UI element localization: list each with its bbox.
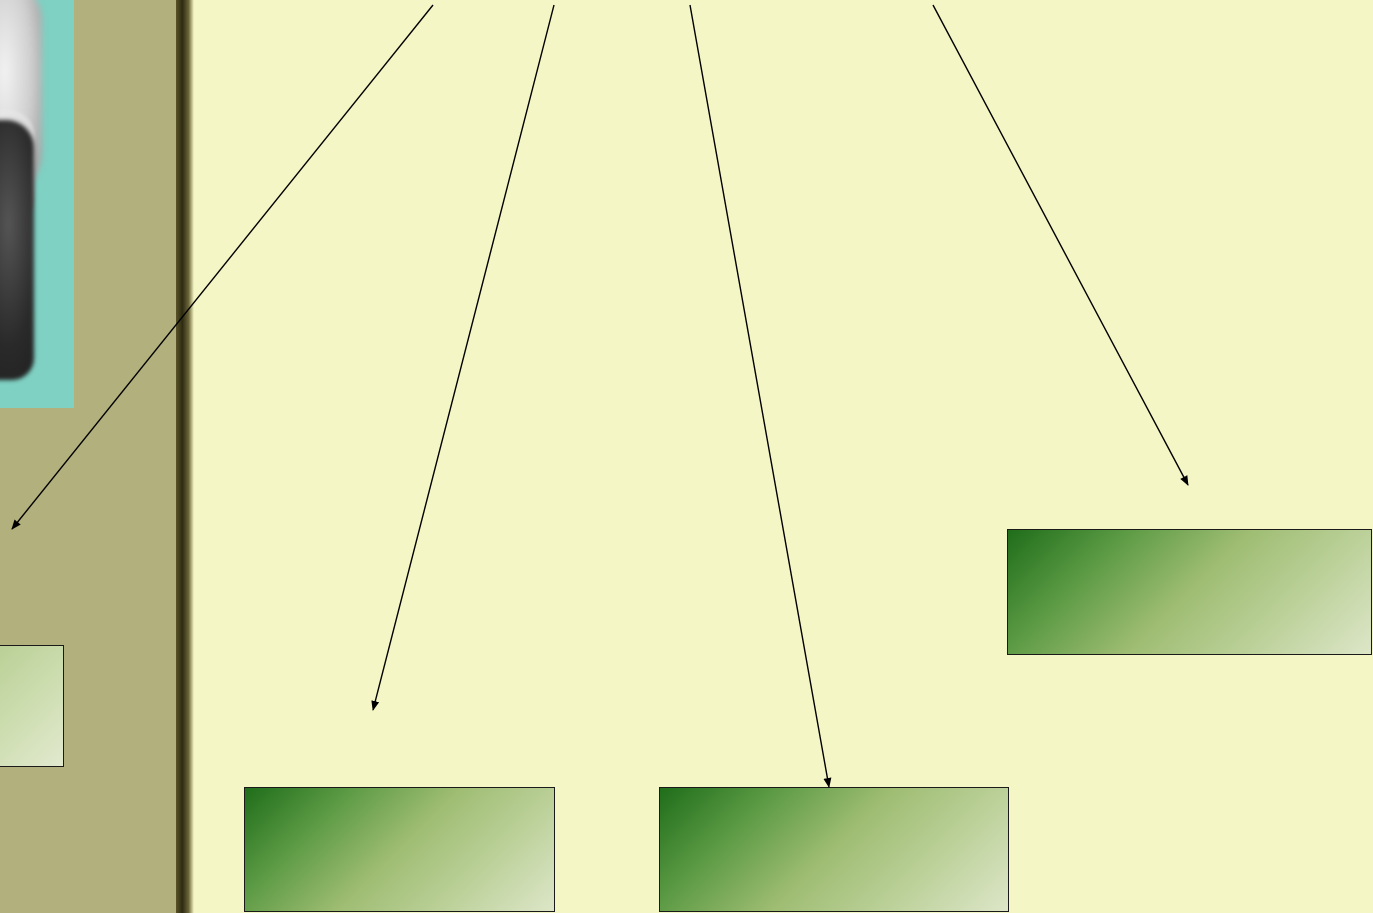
diagram-box-right (1007, 529, 1372, 655)
portrait-photo (0, 0, 74, 408)
side-panel (0, 0, 180, 913)
diagram-box-center-left (244, 787, 555, 912)
arrow-to-box-center-left (373, 5, 554, 710)
portrait-figure-dark (0, 120, 34, 380)
arrow-to-box-right (933, 5, 1188, 485)
diagram-box-left (0, 645, 64, 767)
diagram-box-center-right (659, 787, 1009, 912)
panel-divider-shadow (176, 0, 194, 913)
arrow-to-box-center-right (690, 5, 829, 787)
